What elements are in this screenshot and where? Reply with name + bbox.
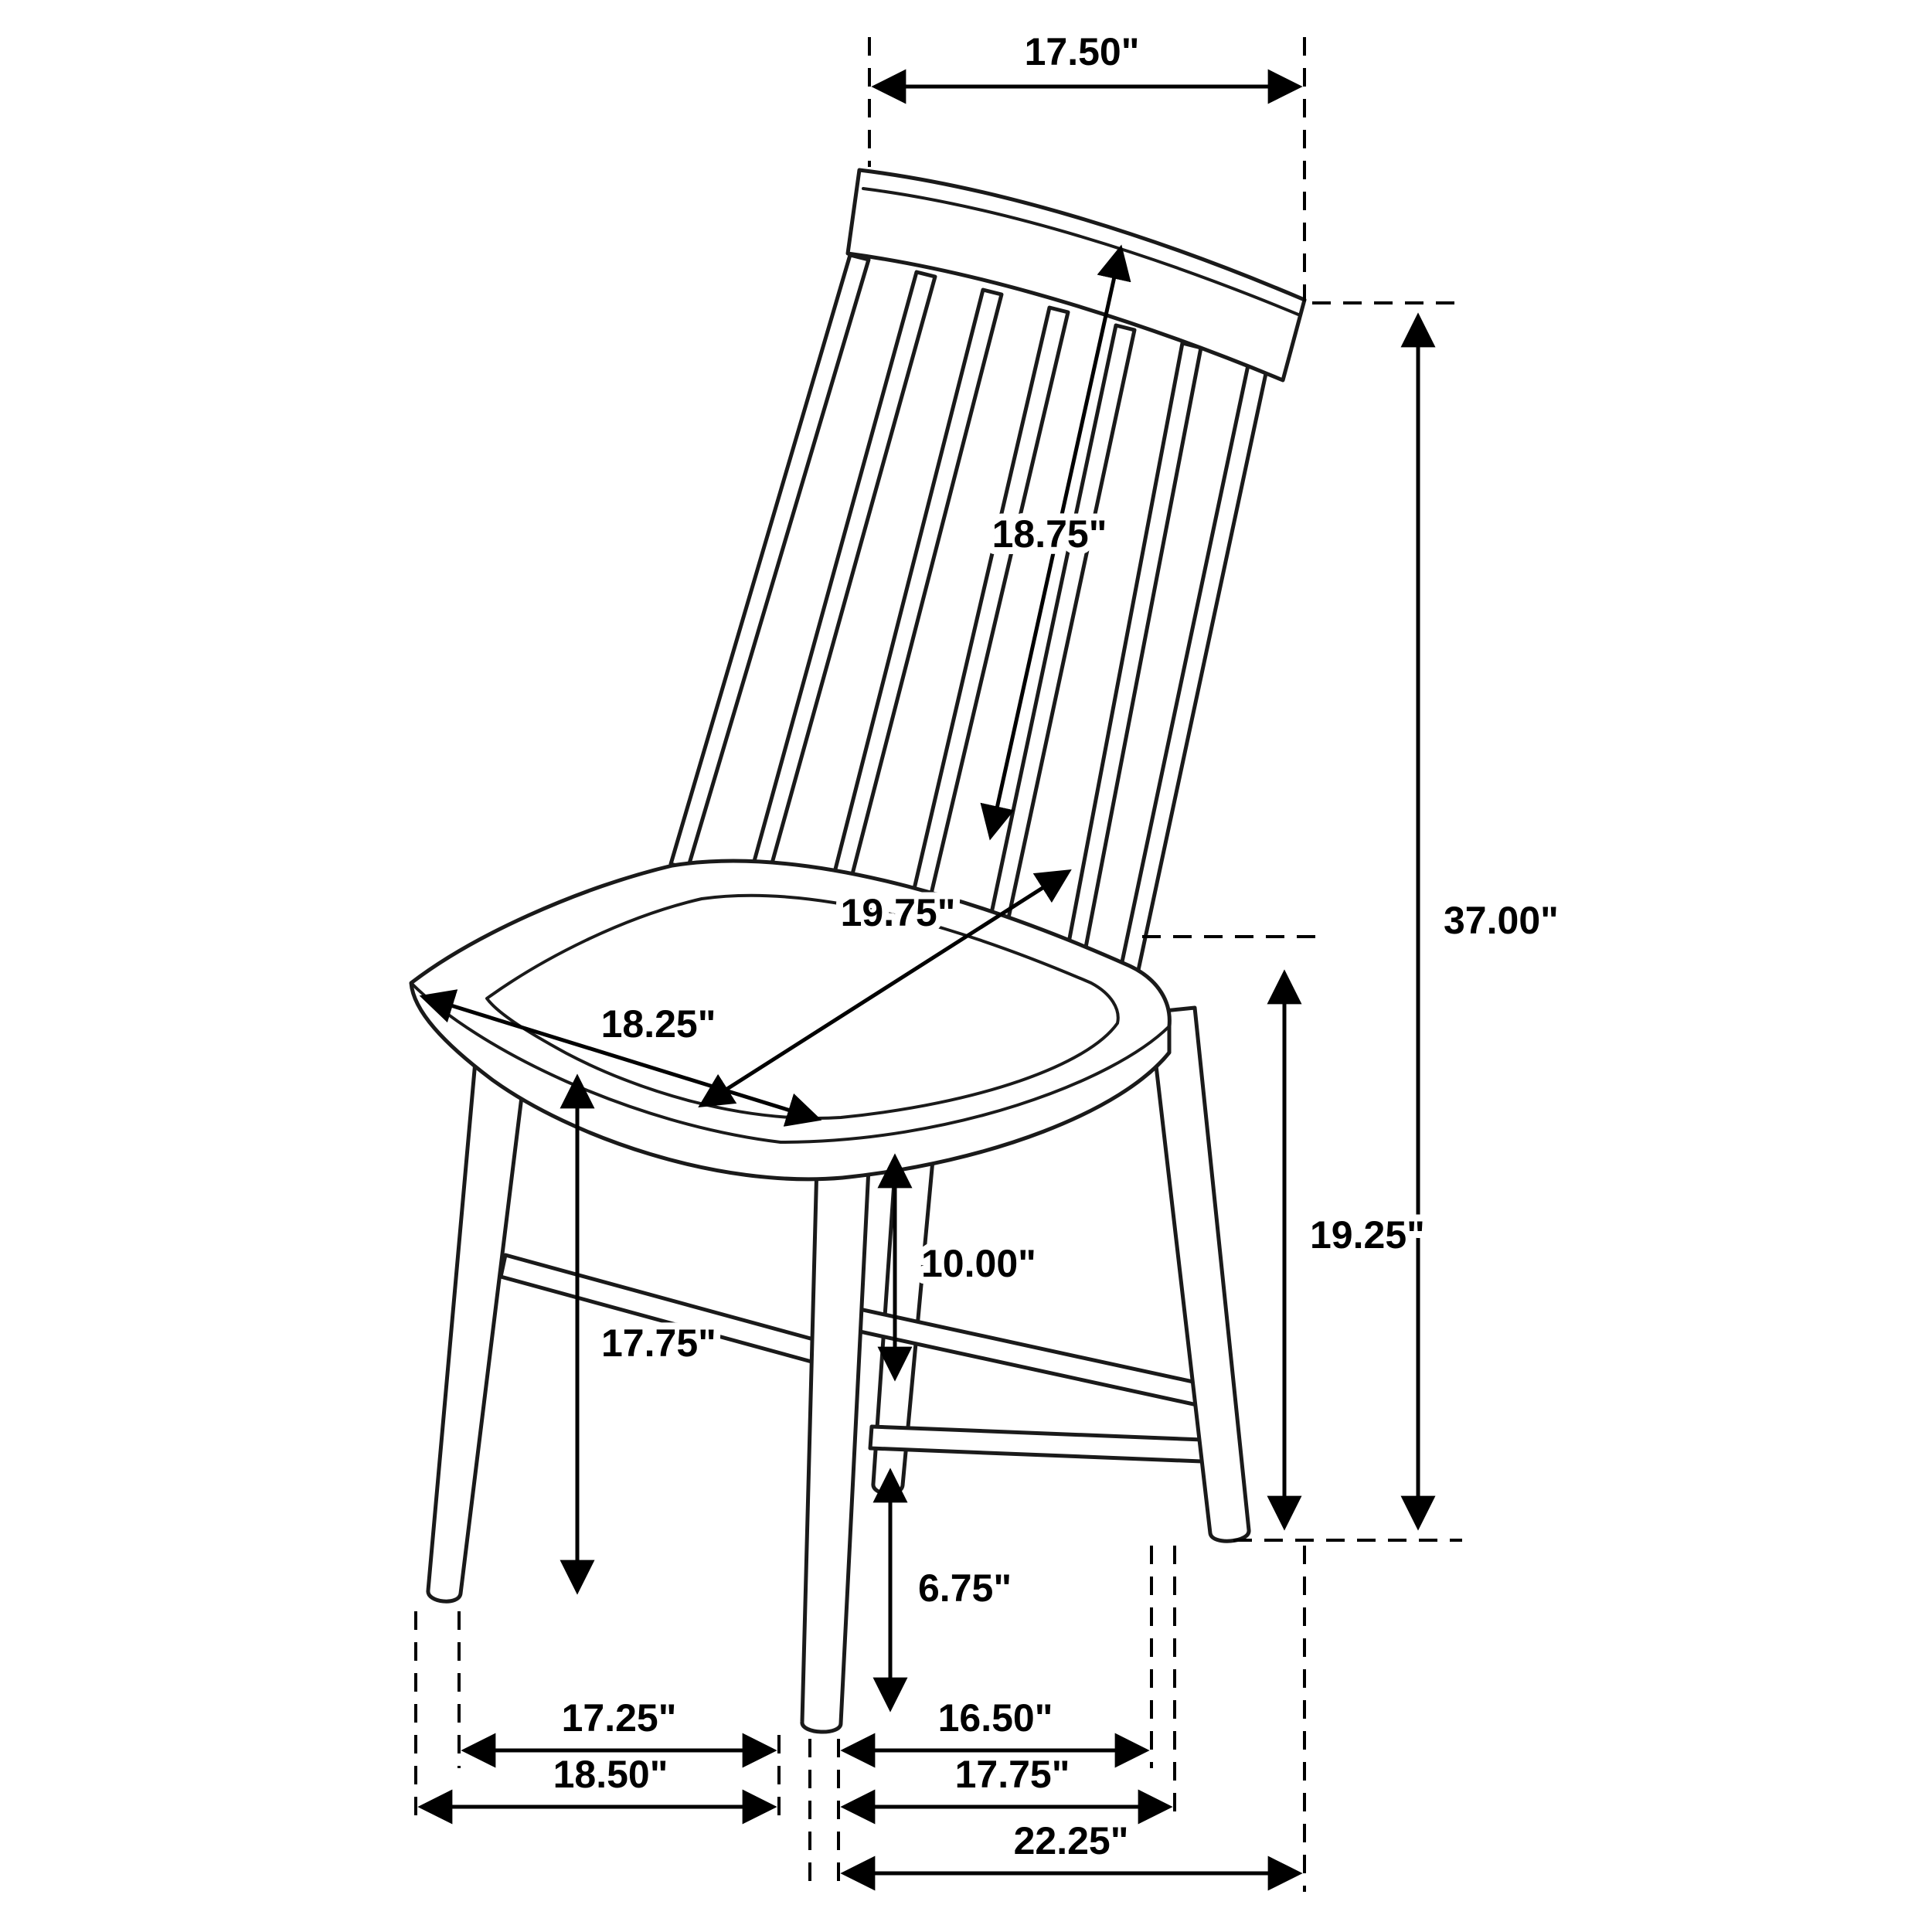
label-seat-depth: 19.75"	[841, 891, 956, 934]
dimension-labels: 17.50" 18.75" 37.00" 19.75" 18.25" 19.25…	[546, 23, 1566, 1869]
front-right-leg	[800, 1132, 872, 1734]
label-side-leg-spread: 16.50"	[938, 1696, 1053, 1740]
label-side-base-depth: 17.75"	[955, 1753, 1070, 1796]
dim-back-length	[980, 244, 1131, 841]
spindle	[985, 323, 1137, 938]
label-seat-width: 18.25"	[601, 1002, 716, 1046]
dimension-lines	[417, 69, 1436, 1891]
label-floor-to-stretcher: 6.75"	[918, 1566, 1012, 1610]
label-seat-to-stretcher: 10.00"	[921, 1242, 1036, 1285]
chair-drawing	[409, 168, 1307, 1734]
rear-stretcher	[868, 1424, 1225, 1464]
spindle	[827, 287, 1004, 900]
spindle	[906, 305, 1070, 919]
spindle	[1065, 341, 1203, 957]
front-left-leg	[426, 1033, 531, 1604]
label-front-base-width: 18.50"	[553, 1753, 668, 1796]
label-overall-height: 37.00"	[1444, 899, 1559, 942]
seat	[409, 859, 1172, 1182]
label-top-back-width: 17.50"	[1025, 30, 1140, 73]
spindle	[747, 270, 937, 885]
label-floor-to-seat: 17.75"	[601, 1321, 716, 1365]
label-front-leg-spread: 17.25"	[562, 1696, 677, 1740]
crest-rail-edge-line	[862, 187, 1300, 316]
label-back-length: 18.75"	[992, 512, 1107, 556]
extension-lines	[414, 37, 1462, 1892]
spindle	[1118, 359, 1270, 976]
label-seat-back-height: 19.25"	[1310, 1213, 1425, 1257]
label-overall-depth: 22.25"	[1014, 1819, 1129, 1862]
dim-seat-width	[419, 989, 822, 1127]
